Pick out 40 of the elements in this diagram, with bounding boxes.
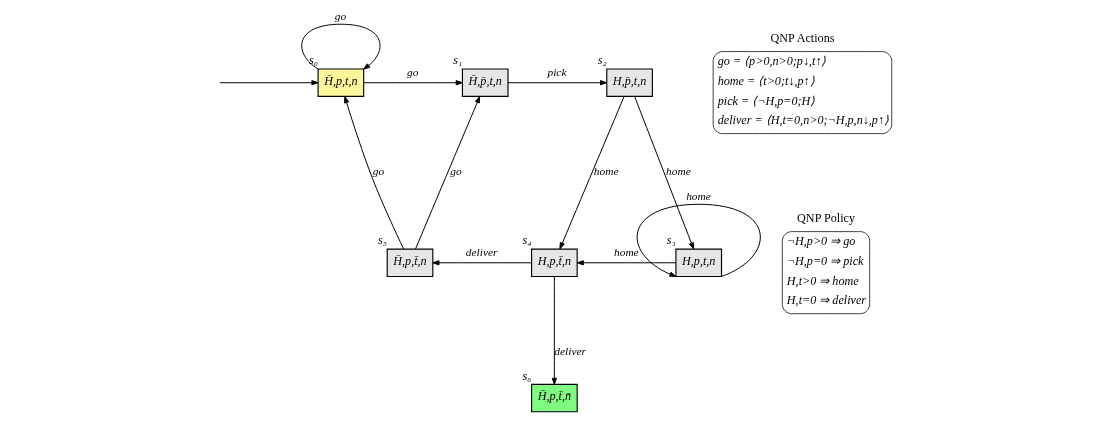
edge-label: go (406, 65, 418, 78)
node-label: QNP Actions (770, 30, 834, 45)
node-label: s₆ (521, 368, 531, 383)
arrow (636, 203, 761, 277)
edge-label: go (449, 164, 462, 177)
node-box: H,p,t̄,n (530, 248, 578, 278)
node-label: s₅ (377, 233, 387, 248)
arrow (431, 260, 532, 266)
edge-label: pick (547, 65, 566, 78)
arrow (414, 96, 480, 250)
arrow (633, 96, 694, 250)
edge-label: go (334, 9, 346, 22)
edge-label: home (685, 189, 711, 202)
node-box: go = ⟨p>0,n>0;p↓,t↑⟩ home = ⟨t>0;t↓,p↑⟩ pick = ⟨¬H,p=0;H⟩ deliver = ⟨H,t=0,n>0;¬H,p,n↓,p↑⟩ (712, 51, 892, 134)
node-label: s₃ (666, 233, 676, 248)
edge-label: home (665, 164, 691, 177)
node-label: QNP Policy (796, 210, 855, 225)
node-box: ¬H,p>0 ⇒ go ¬H,p=0 ⇒ pick H,t>0 ⇒ home H,t=0 ⇒ deliver (781, 231, 870, 315)
edge-label: home (593, 164, 619, 177)
arrow (558, 96, 625, 250)
node-box: H̄,p̄,t,n (461, 68, 509, 97)
arrow (343, 96, 404, 250)
node-box: H,p̄,t,n (605, 68, 653, 97)
arrow (362, 80, 463, 86)
edge-label: deliver (465, 245, 497, 258)
arrow (576, 260, 676, 266)
arrow (551, 276, 557, 385)
node-box: H,p,t,n (674, 248, 722, 278)
edge-label: go (372, 164, 384, 177)
edge-label: home (613, 245, 639, 258)
node-label: s₁ (452, 53, 462, 68)
node-label: s₄ (521, 233, 531, 248)
arrow (507, 80, 607, 86)
node-label: s₀ (308, 53, 318, 68)
node-label: s₂ (597, 53, 607, 68)
node-box: H̄,p,t,n (317, 68, 364, 97)
arrow (300, 23, 380, 70)
node-box: H̄,p,t̄,n̄ (530, 383, 578, 413)
arrow (218, 80, 318, 86)
node-box: H̄,p,t̄,n (386, 248, 433, 278)
